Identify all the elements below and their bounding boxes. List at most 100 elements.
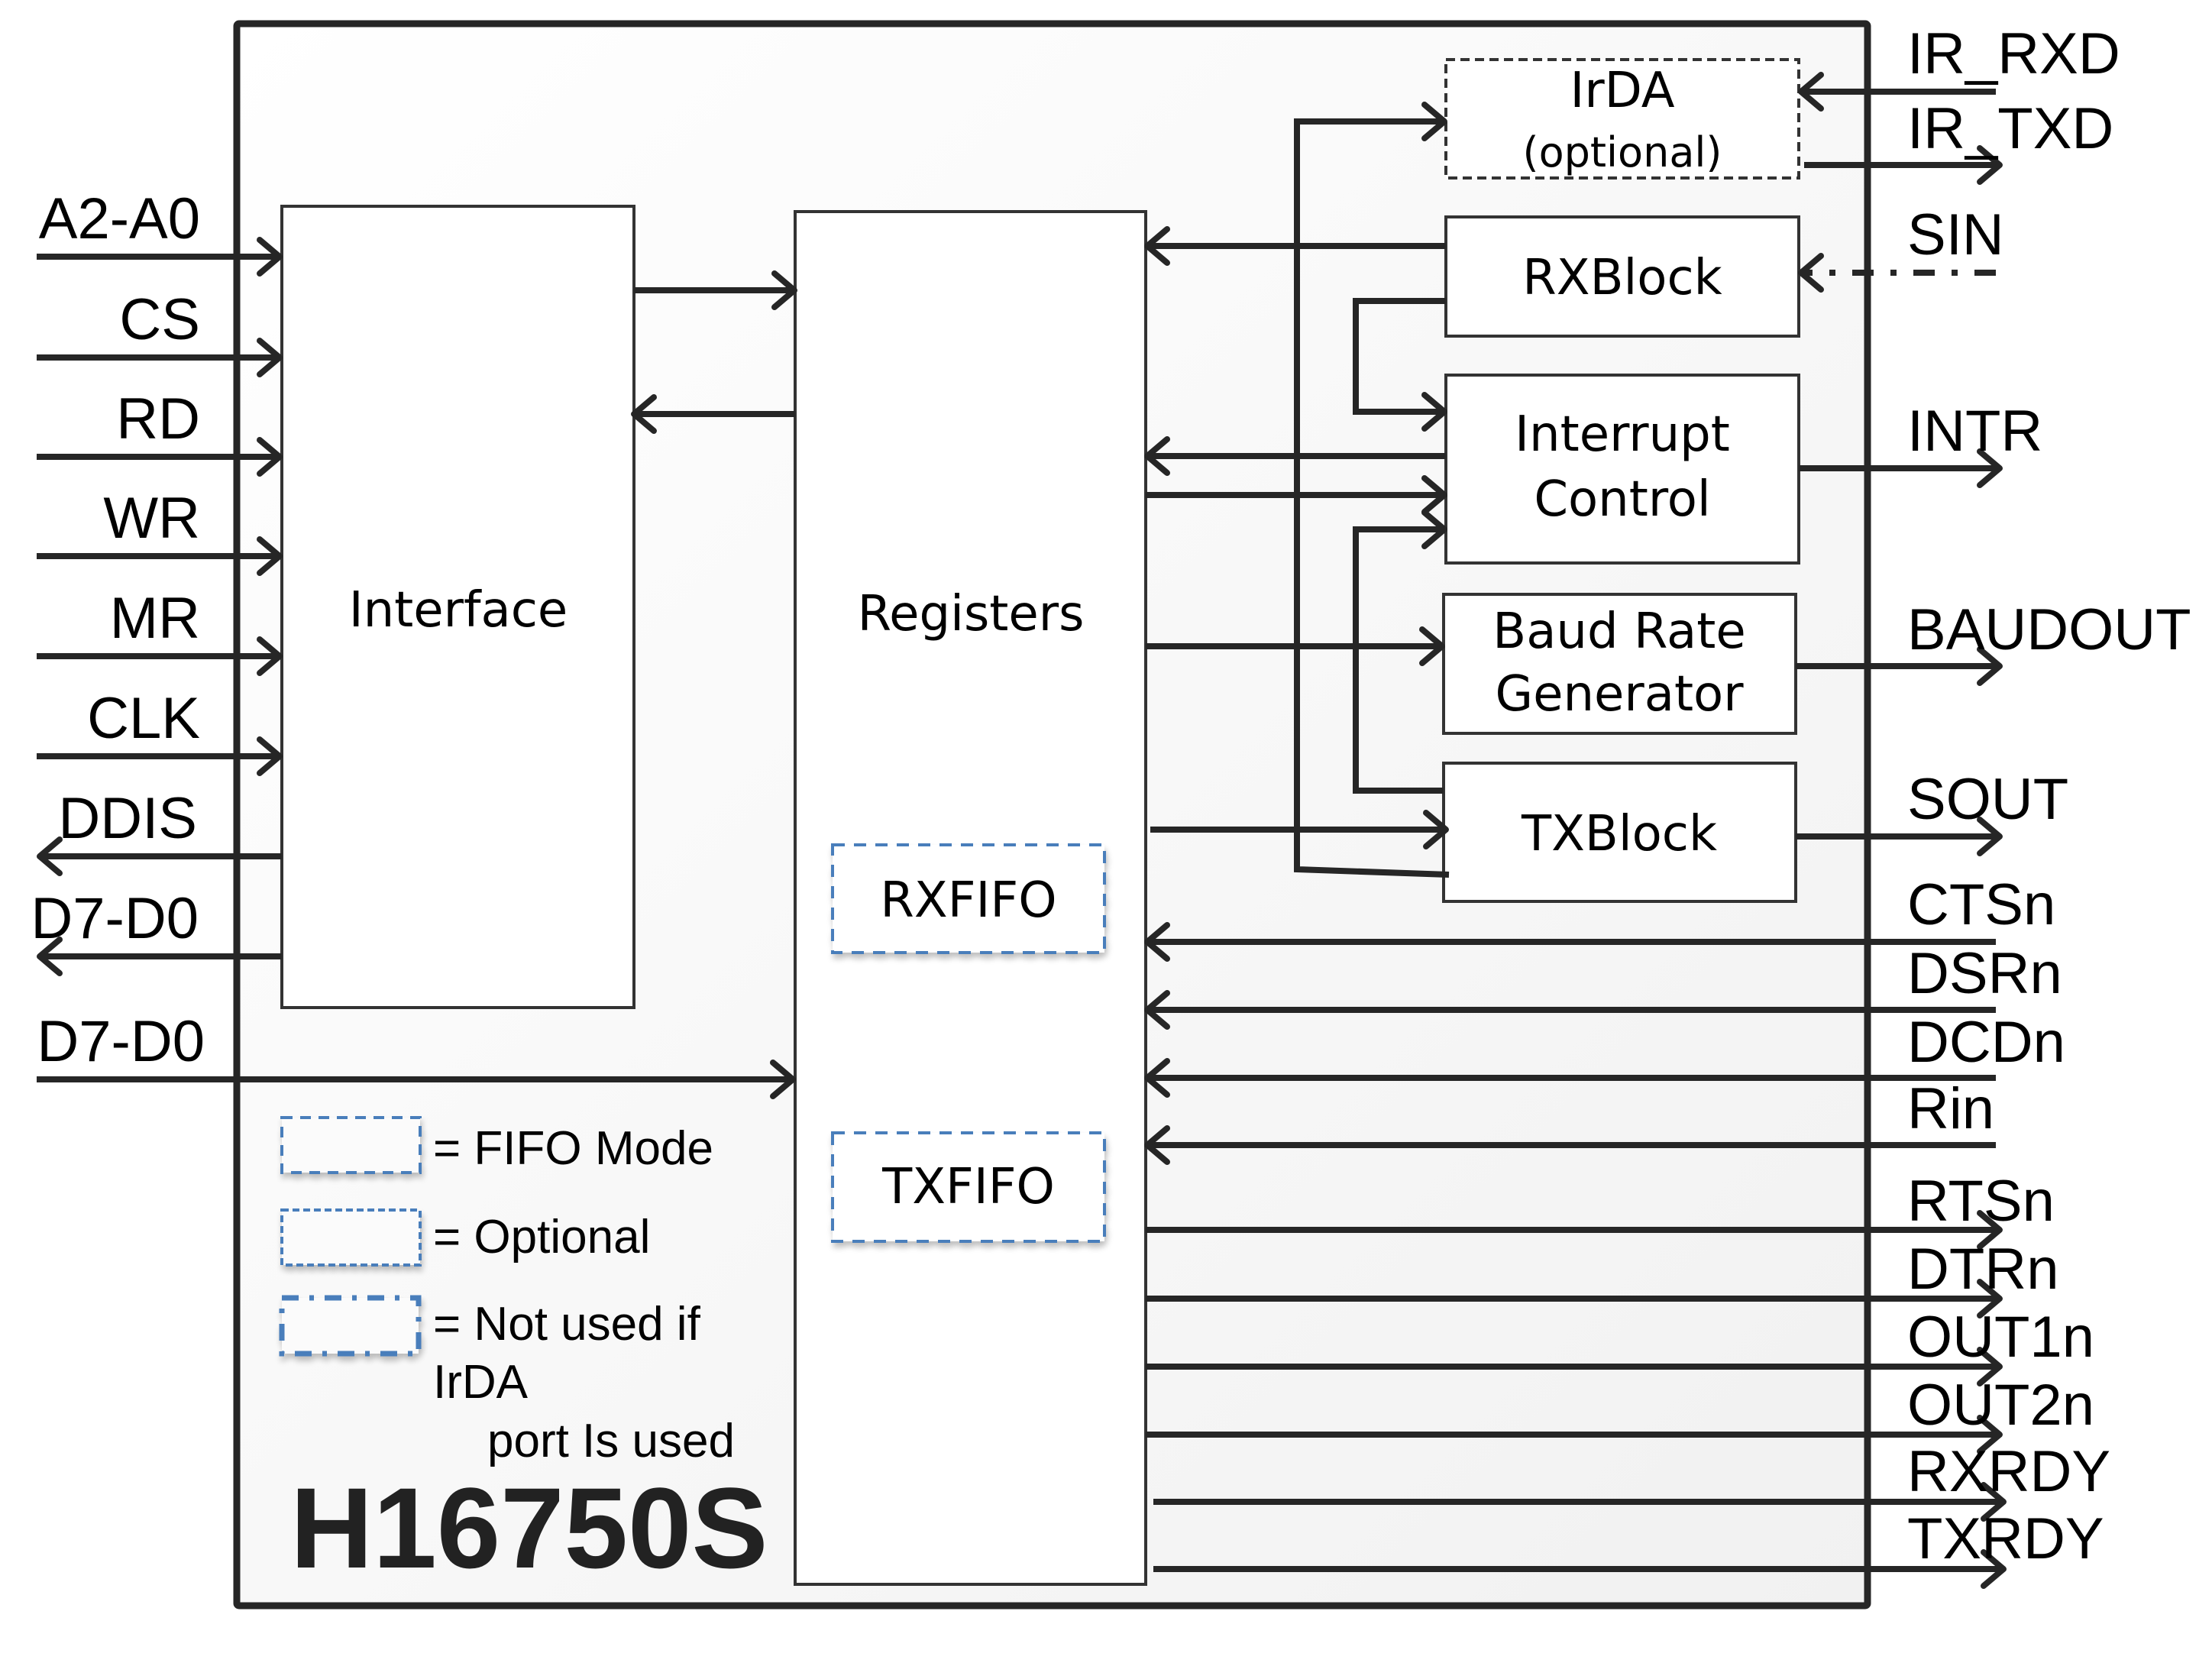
txblock [1442, 762, 1797, 903]
legend-optional-swatch [280, 1208, 422, 1267]
signal-label: A2-A0 [39, 186, 200, 251]
txfifo-block [831, 1131, 1106, 1243]
interface-block [280, 205, 635, 1009]
legend-not-used-label-3: port Is used [487, 1415, 735, 1467]
signal-label: D7-D0 [31, 886, 199, 951]
signal-label: IR_TXD [1907, 96, 2113, 161]
signal-label: CTSn [1907, 872, 2055, 937]
arrow-right-icon [1977, 1279, 2003, 1318]
right-signal-out1n: OUT1n [1146, 1305, 2094, 1386]
arrow-right-icon [1419, 626, 1445, 666]
arrow-left-icon [37, 937, 63, 976]
signal-label: DCDn [1907, 1010, 2065, 1075]
arrow-right-icon [1977, 646, 2003, 686]
arrow-right-icon [1977, 817, 2003, 856]
legend-not-used-swatch [279, 1295, 422, 1357]
signal-label: RTSn [1907, 1169, 2055, 1234]
signal-label: DSRn [1907, 941, 2062, 1006]
signal-label: BAUDOUT [1907, 597, 2191, 662]
arrow-left-icon [631, 394, 657, 434]
signal-label: CS [119, 287, 200, 352]
left-signal-6: DDIS [37, 786, 282, 876]
interrupt-label-2: Control [1534, 471, 1710, 528]
arrow-right-icon [1977, 145, 2003, 185]
signal-label: INTR [1907, 399, 2042, 464]
right-signal-dsrn: DSRn [1144, 941, 2062, 1030]
signal-label: D7-D0 [37, 1009, 205, 1074]
signal-label: DDIS [58, 786, 197, 851]
legend: = FIFO Mode = Optional = Not used if IrD… [279, 1116, 735, 1467]
arrow-right-icon [257, 636, 283, 676]
arrow-left-icon [1144, 922, 1170, 962]
arrow-left-icon [1144, 226, 1170, 266]
arrow-left-icon [1798, 72, 1824, 112]
signal-label: RXRDY [1907, 1439, 2110, 1504]
left-signal-8: D7-D0 [37, 1009, 796, 1099]
left-signal-3: WR [37, 486, 283, 576]
arrow-right-icon [1421, 102, 1447, 141]
right-signal-dcdn: DCDn [1144, 1010, 2065, 1098]
arrow-left-icon [37, 836, 63, 876]
right-signal-rxrdy: RXRDY [1153, 1439, 2110, 1522]
right-signal-ctsn: CTSn [1144, 872, 2055, 962]
txfifo-label: TXFIFO [881, 1159, 1055, 1215]
signal-label: IR_RXD [1907, 21, 2120, 86]
legend-fifo-mode-label: = FIFO Mode [433, 1122, 713, 1175]
right-signal-ir-rxd: IR_RXD [1798, 21, 2120, 112]
signal-label: CLK [87, 686, 200, 751]
wire-txblock-to-interrupt [1353, 526, 1444, 794]
signal-label: MR [110, 586, 200, 651]
irda-label: IrDA [1570, 63, 1674, 119]
arrow-left-icon [1144, 990, 1170, 1030]
registers-label: Registers [858, 586, 1085, 642]
left-signal-5: CLK [37, 686, 283, 776]
signal-label: DTRn [1907, 1237, 2058, 1302]
right-signal-rin: Rin [1144, 1076, 1996, 1165]
chip-title: H16750S [290, 1464, 768, 1592]
signal-label: WR [103, 486, 200, 551]
arrow-right-icon [1423, 810, 1449, 849]
baud-rate-generator-block [1442, 593, 1797, 735]
arrow-left-icon [1144, 1125, 1170, 1165]
right-signal-dtrn: DTRn [1146, 1237, 2058, 1318]
rxfifo-label: RXFIFO [880, 872, 1056, 929]
baud-label-2: Generator [1496, 666, 1745, 723]
signal-label: TXRDY [1907, 1506, 2104, 1571]
arrow-right-icon [1421, 392, 1447, 432]
right-signal-intr: INTR [1799, 399, 2042, 488]
signal-label: SIN [1907, 202, 2004, 267]
arrow-left-icon [1144, 1058, 1170, 1098]
wire-rxblock-to-interrupt [1353, 298, 1446, 415]
left-signal-4: MR [37, 586, 283, 676]
irda-block [1444, 58, 1800, 180]
irda-optional-label: (optional) [1523, 128, 1722, 176]
right-signal-rtsn: RTSn [1146, 1169, 2055, 1250]
arrow-right-icon [770, 1060, 796, 1099]
rxfifo-block [831, 843, 1106, 954]
interrupt-control-block [1444, 374, 1800, 565]
arrow-right-icon [1977, 448, 2003, 488]
legend-not-used-label-2: IrDA [433, 1356, 529, 1409]
arrow-right-icon [1977, 1347, 2003, 1386]
signal-label: OUT1n [1907, 1305, 2094, 1370]
interface-label: Interface [349, 582, 568, 639]
arrow-right-icon [257, 536, 283, 576]
arrow-right-icon [1421, 475, 1447, 515]
internal-wiring [631, 102, 1450, 878]
right-signal-baudout: BAUDOUT [1796, 597, 2191, 686]
signal-label: RD [116, 387, 200, 451]
rxblock [1444, 215, 1800, 338]
legend-fifo-mode-swatch [280, 1116, 422, 1174]
right-signal-sout: SOUT [1796, 767, 2068, 856]
arrow-left-icon [1798, 253, 1824, 293]
legend-optional-label: = Optional [433, 1211, 650, 1263]
arrow-right-icon [1977, 1210, 2003, 1250]
arrow-right-icon [257, 437, 283, 477]
txblock-label: TXBlock [1521, 806, 1717, 862]
signal-label: OUT2n [1907, 1373, 2094, 1438]
arrow-right-icon [771, 270, 797, 310]
left-signal-2: RD [37, 387, 283, 477]
arrow-right-icon [1421, 510, 1447, 549]
